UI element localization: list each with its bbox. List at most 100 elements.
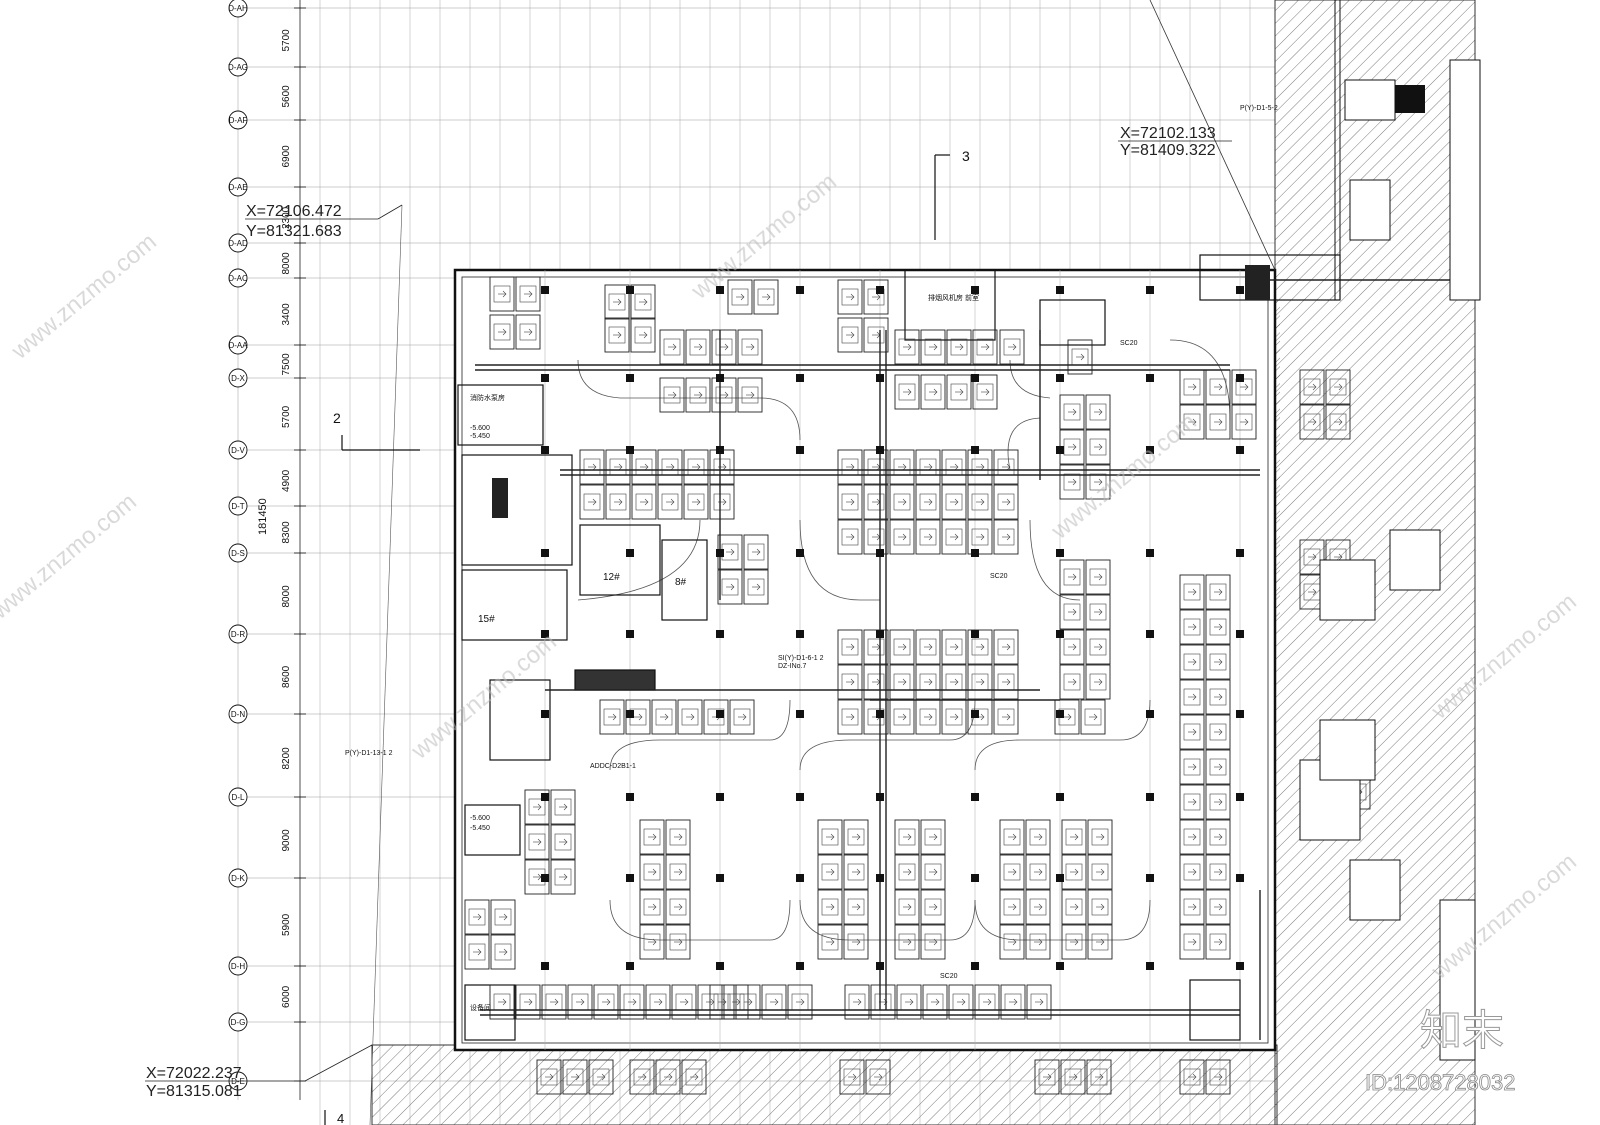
column (971, 286, 979, 294)
grid-bubble-label: D-N (231, 710, 245, 719)
label-level-2: -5.450 (470, 433, 490, 440)
grid-bubble (228, 0, 248, 18)
column (876, 549, 884, 557)
label-annotation-2: SI(Y)-D1-6-1 2 (778, 655, 824, 662)
grid-bubble-label: D-T (231, 502, 244, 511)
grid-bubble (228, 57, 248, 77)
column (971, 374, 979, 382)
coord-x-3: X=72022.237 (146, 1065, 242, 1082)
label-level-1: -5.600 (470, 425, 490, 432)
column (1236, 962, 1244, 970)
column (626, 962, 634, 970)
column (1056, 874, 1064, 882)
column (1146, 962, 1154, 970)
column (1146, 630, 1154, 638)
basement-outline-inner (461, 276, 1269, 1044)
column (1236, 549, 1244, 557)
section-label-4: 4 (337, 1111, 344, 1125)
grid-bubble (228, 543, 248, 563)
row-dimension-label: 5700 (281, 29, 292, 52)
row-dimension-label: 8600 (281, 665, 292, 688)
column (626, 446, 634, 454)
column (541, 793, 549, 801)
grid-bubble-label: D-K (231, 874, 245, 883)
total-dimension: 181450 (257, 498, 269, 535)
column (876, 446, 884, 454)
column (796, 710, 804, 718)
column (796, 793, 804, 801)
label-annotation-4: P(Y)-D1-5-2 (1240, 105, 1278, 112)
column (541, 962, 549, 970)
grid-bubble (228, 956, 248, 976)
grid-bubble-label: D-R (231, 630, 245, 639)
column (716, 710, 724, 718)
column (626, 793, 634, 801)
label-level-3: -5.600 (470, 815, 490, 822)
column (1146, 874, 1154, 882)
row-dimensions: 5700560069002300800034007500570049008300… (281, 29, 292, 1008)
column (1236, 286, 1244, 294)
column (796, 549, 804, 557)
grid-bubble (228, 440, 248, 460)
column (716, 874, 724, 882)
column (716, 630, 724, 638)
section-marker-3: 3 (934, 148, 970, 240)
section-marker-4: 4 (324, 1110, 344, 1125)
grid-bubble-label: D-AA (228, 341, 248, 350)
label-sc20-a: SC20 (1120, 340, 1138, 347)
row-dimension-label: 5700 (281, 405, 292, 428)
column (1146, 446, 1154, 454)
column (876, 962, 884, 970)
label-stair-12: 12# (603, 572, 620, 583)
grid-axis-bubbles: D-AHD-AGD-AFD-AED-ADD-ACD-AAD-XD-VD-TD-S… (228, 0, 306, 1091)
label-stair-15: 15# (478, 614, 495, 625)
coord-x-2: X=72102.133 (1120, 125, 1216, 142)
watermark-logo: 知末 (1420, 1007, 1504, 1054)
row-dimension-label: 9000 (281, 829, 292, 852)
column (1236, 374, 1244, 382)
column (876, 286, 884, 294)
column (1056, 793, 1064, 801)
row-dimension-label: 6000 (281, 985, 292, 1008)
grid-bubble-label: D-AF (229, 116, 248, 125)
row-dimension-label: 8000 (281, 585, 292, 608)
column (1146, 549, 1154, 557)
room-labels: 排烟风机房 前室 消防水泵房 -5.600 -5.450 -5.600 -5.4… (345, 105, 1278, 1012)
label-annotation-3: DZ-INo.7 (778, 663, 807, 670)
boundary-diagonal (369, 204, 403, 1125)
column (1056, 374, 1064, 382)
grid-bubble-label: D-V (231, 446, 245, 455)
column (626, 549, 634, 557)
column (1236, 874, 1244, 882)
grid-bubble-label: D-X (231, 374, 245, 383)
grid-bubble-label: D-AD (228, 239, 248, 248)
column (626, 374, 634, 382)
watermark-id: ID:1208728032 (1365, 1070, 1515, 1095)
column (626, 630, 634, 638)
column (716, 446, 724, 454)
column (876, 710, 884, 718)
column (796, 446, 804, 454)
column (626, 710, 634, 718)
column (971, 793, 979, 801)
column (1236, 793, 1244, 801)
label-sc20-b: SC20 (990, 573, 1008, 580)
label-stair-8: 8# (675, 577, 687, 588)
row-dimension-label: 6900 (281, 145, 292, 168)
section-label-3: 3 (962, 148, 970, 164)
duct-lines (475, 279, 1470, 1040)
column (716, 962, 724, 970)
label-fan-room: 排烟风机房 (928, 293, 963, 302)
column (796, 962, 804, 970)
column (1236, 630, 1244, 638)
label-level-4: -5.450 (470, 825, 490, 832)
grid-bubble-label: D-S (231, 549, 245, 558)
column (1056, 962, 1064, 970)
grid-bubble (228, 496, 248, 516)
top-right-shaft-fill2 (1395, 85, 1425, 113)
grid-bubble (228, 110, 248, 130)
grid-bubble (228, 177, 248, 197)
column (971, 549, 979, 557)
row-dimension-label: 2300 (281, 206, 292, 229)
